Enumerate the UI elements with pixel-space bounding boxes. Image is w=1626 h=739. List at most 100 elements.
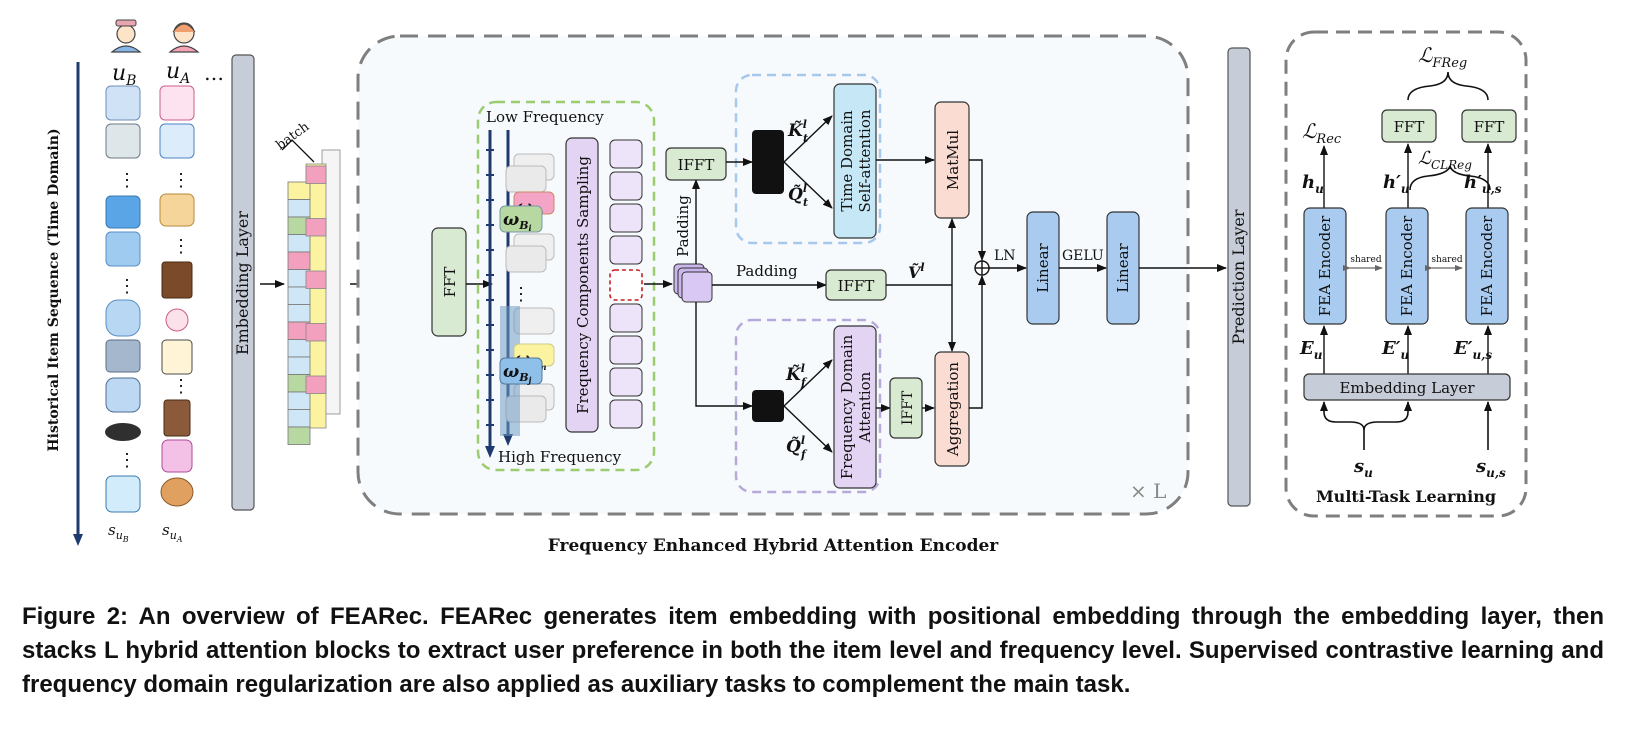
- omega-b-i-card: [499, 205, 543, 233]
- gelu-label: GELU: [1062, 248, 1104, 264]
- ifft-top-block: [665, 147, 727, 181]
- fft-right-label: FFT: [1474, 118, 1505, 136]
- l-freg-brace: [1407, 71, 1489, 101]
- fea-encoder-1-label: FEA Encoder: [1316, 215, 1334, 316]
- ifft-bottom-label: IFFT: [900, 390, 916, 425]
- padding-stack: [673, 263, 713, 303]
- item-phone2-icon: [105, 475, 141, 513]
- col-a-dots-2: ⋮: [172, 236, 190, 257]
- l-clreg-brace: [1409, 165, 1491, 191]
- item-bag-icon: [105, 377, 141, 413]
- mtl-title: Multi-Task Learning: [1316, 487, 1496, 506]
- batch-cell: [287, 199, 311, 218]
- item-shorts-icon: [105, 231, 141, 267]
- s-u-label: su: [1353, 456, 1373, 480]
- user-a-avatar-icon: [168, 22, 200, 53]
- freq-attn-line2: Attention: [856, 371, 874, 443]
- fft-label: FFT: [441, 267, 459, 298]
- time-domain-self-attention-block: [833, 83, 877, 239]
- item-cap-icon: [105, 299, 141, 337]
- item-tshirt-icon: [105, 195, 141, 229]
- fft-right-block: [1461, 109, 1517, 143]
- omega-b-j-label: ωBj: [503, 362, 532, 385]
- freq-attn-line1: Frequency Domain: [838, 334, 856, 479]
- seq-a-label: suA: [162, 521, 183, 544]
- item-hat-icon: [105, 423, 141, 441]
- h-prime-u-label: h′u: [1383, 172, 1410, 196]
- matmul-to-plus-arrow: [969, 159, 986, 261]
- user-b-label: uB: [112, 61, 136, 89]
- freq-middle-dots: ⋮: [512, 284, 530, 305]
- aggregation-block: [934, 351, 970, 467]
- ifft-top-label: IFFT: [678, 156, 715, 174]
- padding-vertical-label: Padding: [674, 195, 692, 257]
- item-chocolate2-icon: [163, 399, 191, 437]
- shared-1-label: shared: [1350, 255, 1381, 265]
- encoder-title: Frequency Enhanced Hybrid Attention Enco…: [548, 536, 1000, 556]
- v-tilde-label: Ṽl: [908, 261, 925, 282]
- l-rec-label: ℒRec: [1302, 119, 1342, 147]
- time-domain-dashed-box: [734, 73, 882, 245]
- frequency-cards: [500, 153, 555, 436]
- sample-cell: [609, 139, 643, 169]
- batch-cell: [287, 409, 311, 428]
- omega-b-i-label: ωBi: [503, 210, 532, 233]
- l-clreg-label: ℒCLReg: [1418, 148, 1472, 172]
- to-qf-arrow: [783, 405, 833, 453]
- e-u-label: Eu: [1299, 338, 1323, 362]
- matmul-label: MatMul: [944, 130, 962, 190]
- mtl-embedding-layer-block: [1303, 373, 1511, 401]
- ln-label: LN: [994, 248, 1016, 264]
- item-shirt-icon: [105, 85, 141, 121]
- frequency-sampling-box: [476, 100, 656, 472]
- item-laptop-icon: [105, 339, 141, 373]
- item-lipstick-icon: [159, 85, 195, 121]
- frequency-domain-attention-block: [833, 325, 877, 489]
- ifft-mid-label: IFFT: [838, 277, 875, 295]
- sample-cell: [609, 203, 643, 233]
- frequency-components-sampling-block: [565, 137, 599, 433]
- aggregation-label: Aggregation: [944, 362, 962, 457]
- item-perfume-icon: [161, 439, 193, 473]
- embedding-layer-bar: [231, 54, 255, 511]
- residual-add-icon: [974, 260, 990, 276]
- fft-left-block: [1381, 109, 1437, 143]
- h-prime-us-label: h′u,s: [1464, 172, 1502, 196]
- sequence-vertical-label: Historical Item Sequence (Time Domain): [46, 128, 62, 451]
- s-us-label: su,s: [1475, 456, 1506, 480]
- user-b-avatar-icon: [110, 19, 142, 53]
- su-to-emb-left-arrow: [1320, 401, 1365, 450]
- mtl-embedding-layer-label: Embedding Layer: [1339, 379, 1475, 397]
- batch-cell: [287, 234, 311, 253]
- freq-black-block: [752, 390, 784, 422]
- batch-cell: [287, 181, 311, 200]
- batch-brace: [281, 139, 315, 163]
- linear-2-label: Linear: [1114, 242, 1132, 292]
- seq-b-label: suB: [108, 521, 129, 544]
- fea-encoder-3-block: [1465, 207, 1509, 325]
- shared-2-label: shared: [1431, 255, 1462, 265]
- figure-caption: Figure 2: An overview of FEARec. FEARec …: [22, 603, 1604, 698]
- historical-sequence-panel: Historical Item Sequence (Time Domain) u…: [46, 19, 224, 546]
- col-b-dots-1: ⋮: [118, 170, 136, 191]
- omega-b-j-card: [499, 357, 543, 385]
- padding-to-black-bottom-arrow: [695, 302, 753, 410]
- batch-cell: [287, 286, 311, 305]
- low-frequency-label: Low Frequency: [486, 108, 604, 126]
- item-phone-icon: [105, 123, 141, 159]
- su-to-emb-mid-arrow: [1363, 401, 1412, 431]
- batch-label: batch: [274, 119, 313, 153]
- sample-cell: [609, 367, 643, 397]
- time-attn-line1: Time Domain: [838, 110, 856, 212]
- to-qt-arrow: [783, 161, 833, 209]
- sample-cell: [609, 303, 643, 333]
- fearec-diagram: Historical Item Sequence (Time Domain) u…: [46, 19, 1528, 556]
- h-u-label: hu: [1302, 172, 1324, 196]
- embedding-layer-label: Embedding Layer: [233, 211, 252, 355]
- padding-horizontal-label: Padding: [736, 262, 798, 280]
- dropped-component-cell: [609, 269, 643, 301]
- aggregation-to-plus-arrow: [969, 275, 986, 409]
